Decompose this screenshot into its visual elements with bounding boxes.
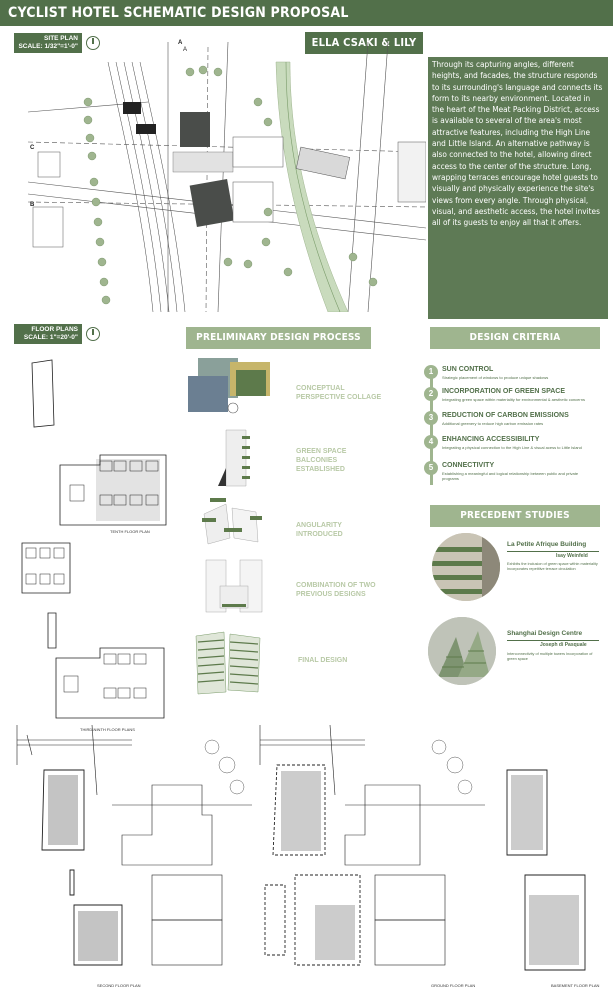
second-floor-label: SECOND FLOOR PLAN	[97, 983, 141, 988]
site-plan-label: SITE PLAN	[44, 35, 78, 42]
criteria-line	[430, 367, 433, 485]
site-plan-label-box: SITE PLAN SCALE: 1/32"=1'-0"	[14, 33, 82, 53]
criteria-title-2: INCORPORATION OF GREEN SPACE	[442, 388, 566, 395]
tenth-floor-plan: TENTH FLOOR PLAN	[30, 355, 180, 535]
criteria-number-5: 5	[424, 461, 438, 475]
design-criteria-heading: DESIGN CRITERIA	[430, 327, 600, 349]
floor-plans-label-box: FLOOR PLANS SCALE: 1"=20'-0"	[14, 324, 82, 344]
floor-plans-scale: SCALE: 1"=20'-0"	[23, 334, 78, 341]
process-step-2: GREEN SPACE BALCONIES ESTABLISHED	[296, 448, 347, 473]
criteria-desc-1: Strategic placement of windows to produc…	[442, 375, 549, 380]
final-design-model-image	[180, 628, 275, 698]
criteria-title-1: SUN CONTROL	[442, 366, 494, 373]
poster-title: CYCLIST HOTEL SCHEMATIC DESIGN PROPOSAL	[0, 0, 613, 26]
criteria-title-4: ENHANCING ACCESSIBILITY	[442, 436, 540, 443]
site-plan-drawing: A A C B	[28, 40, 426, 312]
combination-model-image	[200, 556, 270, 618]
third-ninth-floor-label: THIRD-NINTH FLOOR PLANS	[80, 727, 135, 732]
precedent-heading: PRECEDENT STUDIES	[430, 505, 600, 527]
criteria-desc-2: Integrating green space within materiali…	[442, 397, 585, 402]
process-step-4: COMBINATION OF TWO PREVIOUS DESIGNS	[296, 582, 376, 598]
authors-banner: ELLA CSAKI & LILY GANDY	[305, 32, 423, 71]
process-step-1: CONCEPTUAL PERSPECTIVE COLLAGE	[296, 385, 382, 401]
second-floor-plan: SECOND FLOOR PLAN	[12, 725, 252, 990]
collage-image	[188, 356, 278, 421]
section-b-marker: B	[30, 202, 35, 208]
criteria-desc-5: Establishing a meaningful and logical re…	[442, 471, 579, 481]
site-plan-scale: SCALE: 1/32"=1'-0"	[18, 43, 78, 50]
criteria-number-4: 4	[424, 435, 438, 449]
precedent-1-photo	[432, 533, 500, 601]
design-process-heading: PRELIMINARY DESIGN PROCESS	[186, 327, 371, 349]
third-ninth-floor-plans: THIRD-NINTH FLOOR PLANS	[18, 538, 173, 738]
criteria-desc-4: Integrating a physical connection to the…	[442, 445, 582, 450]
precedent-1-name: La Petite Afrique Building	[507, 541, 587, 548]
section-c-marker: C	[30, 145, 35, 151]
basement-floor-label: BASEMENT FLOOR PLAN	[551, 983, 600, 988]
tenth-floor-label: TENTH FLOOR PLAN	[110, 529, 150, 534]
criteria-title-3: REDUCTION OF CARBON EMISSIONS	[442, 412, 569, 419]
criteria-number-2: 2	[424, 387, 438, 401]
floor-plans-label: FLOOR PLANS	[31, 326, 78, 333]
criteria-title-5: CONNECTIVITY	[442, 462, 495, 469]
precedent-1-architect: Isay Weinfeld	[556, 553, 588, 559]
angularity-model-image	[196, 494, 271, 546]
svg-text:A: A	[183, 47, 187, 53]
precedent-2-photo	[428, 617, 496, 685]
criteria-number-1: 1	[424, 365, 438, 379]
process-step-5: FINAL DESIGN	[298, 657, 348, 664]
project-description: Through its capturing angles, different …	[428, 57, 608, 319]
north-arrow-icon-2	[86, 327, 100, 341]
criteria-desc-3: Additional greenery to reduce high carbo…	[442, 421, 544, 426]
balconies-model-image	[212, 428, 262, 490]
north-arrow-icon	[86, 36, 100, 50]
section-a-marker: A	[178, 40, 183, 46]
precedent-2-name: Shanghai Design Centre	[507, 630, 583, 637]
precedent-1-rule	[507, 551, 599, 552]
process-step-3: ANGULARITY INTRODUCED	[296, 522, 343, 538]
basement-floor-plan: BASEMENT FLOOR PLAN	[485, 725, 605, 990]
precedent-2-rule	[507, 640, 599, 641]
ground-floor-label: GROUND FLOOR PLAN	[431, 983, 476, 988]
criteria-number-3: 3	[424, 411, 438, 425]
design-criteria-list: 1 SUN CONTROL Strategic placement of win…	[424, 365, 604, 490]
precedent-1-desc: Exhibits the inclusion of green space wi…	[507, 562, 598, 571]
precedent-2-architect: Joseph di Pasquale	[540, 642, 587, 648]
precedent-2-desc: Interconnectivity of multiple towers Inc…	[507, 652, 593, 661]
ground-floor-plan: GROUND FLOOR PLAN	[255, 725, 485, 990]
